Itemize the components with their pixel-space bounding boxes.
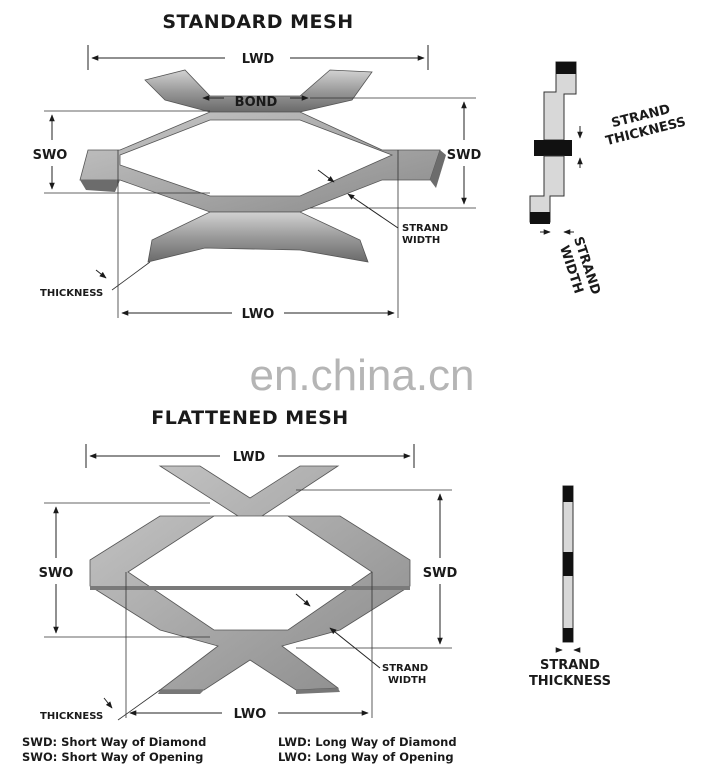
flattened-strand-width-line2: WIDTH [388,675,426,686]
standard-title: STANDARD MESH [162,11,353,33]
thickness-arrow [95,269,107,279]
standard-swd-label: SWD [447,148,482,163]
standard-lwo-label: LWO [242,307,275,322]
watermark-band: en.china.cn [0,340,722,400]
standard-lwd-label: LWD [242,52,275,67]
standard-mesh-strands [79,69,446,263]
flattened-thickness-label: THICKNESS [40,711,103,722]
f-strand-width-arrow [295,593,311,607]
flattened-lwd-label: LWD [233,450,266,465]
flattened-side-strand-line1: STRAND [540,658,600,673]
strand-width-arrow-top [317,169,335,183]
f-thickness-leader [117,689,161,721]
flattened-swd-label: SWD [423,566,458,581]
standard-mesh-section: STANDARD MESH LWD BOND SWO SWD [33,11,482,322]
strand-width-leader [347,193,399,229]
legend-swd: SWD: Short Way of Diamond [22,735,206,749]
flattened-lwo-label: LWO [234,707,267,722]
standard-bond-label: BOND [235,95,278,110]
standard-strand-width-line1: STRAND [402,223,448,234]
standard-side-view: STRAND THICKNESS STRAND WIDTH [529,61,687,297]
abbreviation-legend: SWD: Short Way of Diamond SWO: Short Way… [22,735,457,764]
legend-swo: SWO: Short Way of Opening [22,750,203,764]
flattened-mesh-section: FLATTENED MESH LWD SWO SWD STRAND W [39,407,458,722]
standard-strand-width-line2: WIDTH [402,235,440,246]
watermark-text: en.china.cn [249,351,474,400]
flattened-side-view: STRAND THICKNESS [529,485,611,689]
flattened-title: FLATTENED MESH [151,407,348,429]
legend-lwd: LWD: Long Way of Diamond [278,735,457,749]
flattened-swo-label: SWO [39,566,74,581]
legend-lwo: LWO: Long Way of Opening [278,750,454,764]
standard-swo-label: SWO [33,148,68,163]
flattened-strand-width-line1: STRAND [382,663,428,674]
flattened-side-strand-line2: THICKNESS [529,674,611,689]
standard-thickness-label: THICKNESS [40,288,103,299]
f-thickness-arrow [103,697,113,709]
flattened-mesh-strands [89,465,411,694]
